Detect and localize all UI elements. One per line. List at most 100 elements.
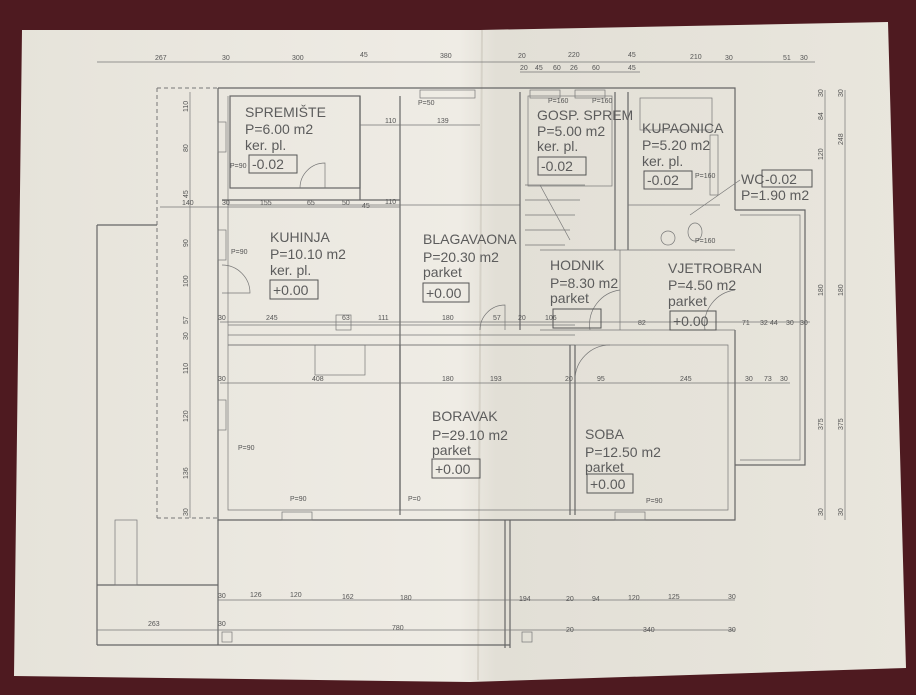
dimension-label: 267	[155, 55, 167, 62]
room-area: P=1.90 m2	[741, 187, 809, 203]
room-floor: parket	[550, 290, 589, 306]
dimension-label: 180	[400, 595, 412, 602]
dimension-label: 65	[307, 200, 315, 207]
dimension-label: 90	[183, 239, 190, 247]
dimension-label: 30	[218, 376, 226, 383]
room-name: WC	[741, 171, 764, 187]
dimension-label: 263	[148, 621, 160, 628]
dimension-label: 245	[266, 315, 278, 322]
room-name: SOBA	[585, 426, 625, 442]
dimension-label: 136	[183, 467, 190, 479]
room-floor: ker. pl.	[537, 138, 578, 154]
room-name: BORAVAK	[432, 408, 498, 424]
sill-label: P=160	[548, 98, 569, 105]
room-wc: WC -0.02 P=1.90 m2	[741, 169, 813, 203]
dimension-label: 32	[760, 320, 768, 327]
dimension-label: 193	[490, 376, 502, 383]
dimension-label: 57	[493, 315, 501, 322]
dimension-label: 20	[518, 53, 526, 60]
dimension-label: 20	[520, 65, 528, 72]
dimension-label: 30	[218, 315, 226, 322]
room-area: P=29.10 m2	[432, 427, 508, 443]
room-area: P=20.30 m2	[423, 249, 499, 265]
room-floor: parket	[432, 442, 471, 458]
room-floor: parket	[585, 459, 624, 475]
dimension-label: 95	[597, 376, 605, 383]
room-name: SPREMIŠTE	[245, 104, 326, 120]
dimension-label: 220	[568, 52, 580, 59]
dimension-label: 210	[690, 54, 702, 61]
dimension-label: 94	[592, 596, 600, 603]
dimension-label: 26	[570, 65, 578, 72]
dimension-label: 120	[628, 595, 640, 602]
room-area: P=12.50 m2	[585, 444, 661, 460]
dimension-label: 140	[182, 200, 194, 207]
dimension-label: 45	[362, 203, 370, 210]
dimension-label: 30	[725, 55, 733, 62]
dimension-label: 110	[385, 199, 396, 206]
dimension-label: 300	[292, 55, 304, 62]
dimension-label: 57	[183, 316, 190, 324]
dimension-label: 245	[680, 376, 692, 383]
dimension-label: 110	[183, 101, 190, 112]
dimension-label: 780	[392, 625, 404, 632]
dimension-label: 126	[250, 592, 262, 599]
room-name: KUHINJA	[270, 229, 331, 245]
room-area: P=10.10 m2	[270, 246, 346, 262]
room-name: HODNIK	[550, 257, 605, 273]
room-gosp-sprem: GOSP. SPREM P=5.00 m2 ker. pl. -0.02	[537, 107, 633, 176]
dimension-label: 180	[442, 315, 454, 322]
dimension-label: 45	[183, 190, 190, 198]
dimension-label: 45	[628, 65, 636, 72]
room-floor: ker. pl.	[642, 153, 683, 169]
dimension-label: 30	[786, 320, 794, 327]
room-blagavaona: BLAGAVAONA P=20.30 m2 parket +0.00	[422, 231, 517, 303]
dimension-label: 155	[260, 200, 272, 207]
dimension-label: 50	[342, 200, 350, 207]
dimension-label: 30	[218, 621, 226, 628]
dimension-label: 110	[385, 118, 396, 125]
sill-label: P=160	[695, 173, 716, 180]
sill-label: P=160	[592, 98, 613, 105]
level-mark: -0.02	[541, 158, 573, 174]
dimension-label: 30	[222, 200, 230, 207]
sill-label: P=90	[231, 249, 248, 256]
level-mark: +0.00	[590, 476, 626, 492]
dimension-label: 408	[312, 376, 324, 383]
room-name: BLAGAVAONA	[423, 231, 517, 247]
sill-labels: P=90 P=50 P=160 P=160 P=160 P=160 P=90 P…	[230, 98, 716, 505]
dimension-label: 375	[838, 418, 845, 430]
dimension-label: 30	[800, 320, 808, 327]
dimension-label: 375	[818, 418, 825, 430]
dimension-label: 44	[770, 320, 778, 327]
dimension-label: 84	[818, 112, 825, 120]
dimension-label: 162	[342, 594, 354, 601]
room-spremiste: SPREMIŠTE P=6.00 m2 ker. pl. -0.02	[245, 104, 326, 174]
dimension-label: 30	[818, 89, 825, 97]
dimension-label: 30	[218, 593, 226, 600]
dimension-label: 380	[440, 53, 452, 60]
dimension-label: 30	[728, 594, 736, 601]
dimension-label: 120	[183, 410, 190, 422]
dimension-label: 51	[783, 55, 791, 62]
room-name: GOSP. SPREM	[537, 107, 633, 123]
sill-label: P=90	[646, 498, 663, 505]
dimension-label: 248	[838, 133, 845, 145]
dimension-label: 30	[818, 508, 825, 516]
sill-label: P=0	[408, 496, 421, 503]
dimension-label: 125	[668, 594, 680, 601]
level-mark: +0.00	[273, 282, 309, 298]
room-area: P=6.00 m2	[245, 121, 313, 137]
sill-label: P=90	[290, 496, 307, 503]
sill-label: P=90	[238, 445, 255, 452]
level-mark: +0.00	[435, 461, 471, 477]
room-vjetrobran: VJETROBRAN P=4.50 m2 parket +0.00	[668, 260, 762, 331]
dimension-label: 20	[565, 376, 573, 383]
dimension-label: 60	[553, 65, 561, 72]
dimension-label: 110	[183, 363, 190, 374]
room-floor: parket	[668, 293, 707, 309]
dimension-label: 80	[183, 144, 190, 152]
